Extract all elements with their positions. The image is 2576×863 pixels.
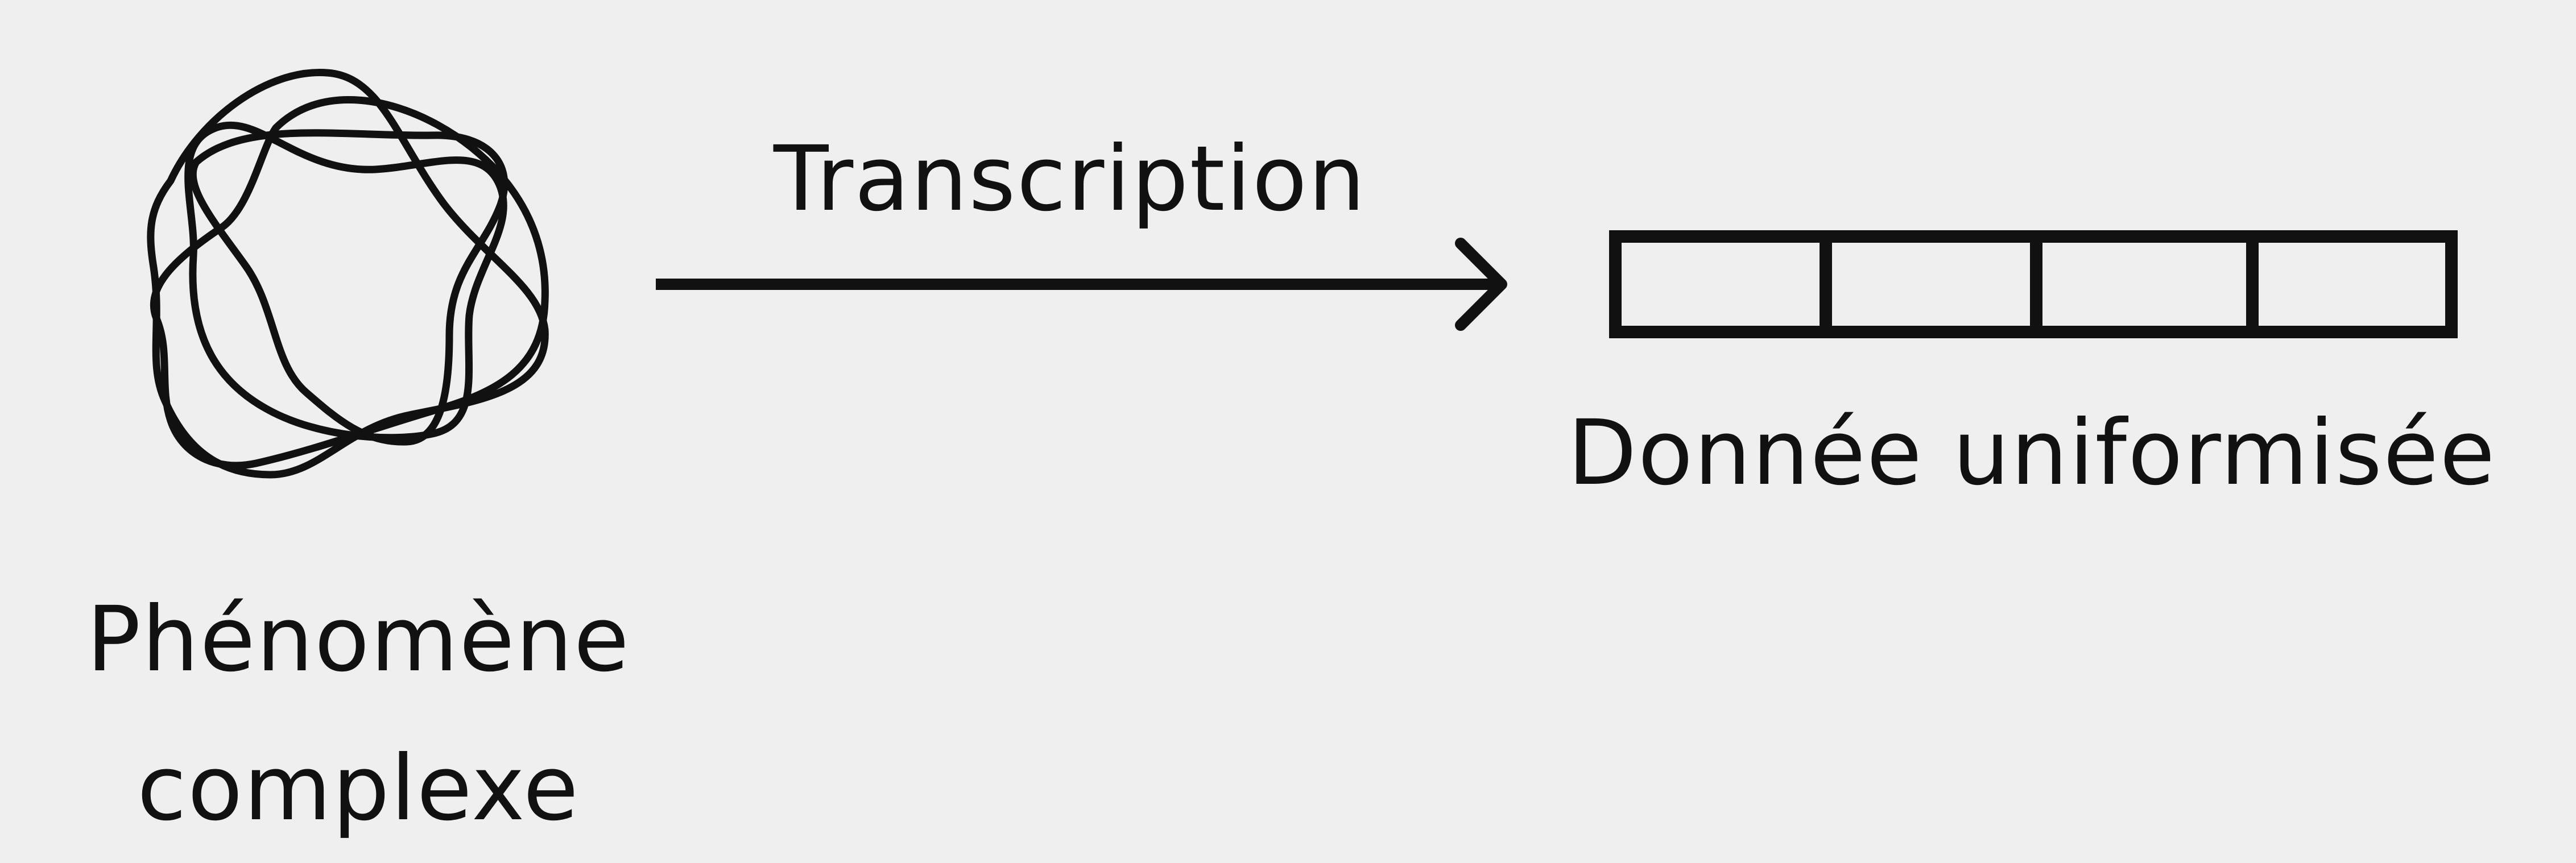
tangled-loops-icon — [147, 69, 549, 479]
source-label-line-2: complexe — [137, 736, 580, 841]
process-label: Transcription — [774, 127, 1367, 231]
source-label: Phénomène complexe — [57, 565, 660, 863]
source-label-line-1: Phénomène — [86, 587, 630, 692]
result-label: Donnée uniformisée — [1568, 401, 2496, 505]
segmented-bar-icon — [1609, 230, 2458, 338]
right-arrow-icon — [656, 238, 1507, 331]
